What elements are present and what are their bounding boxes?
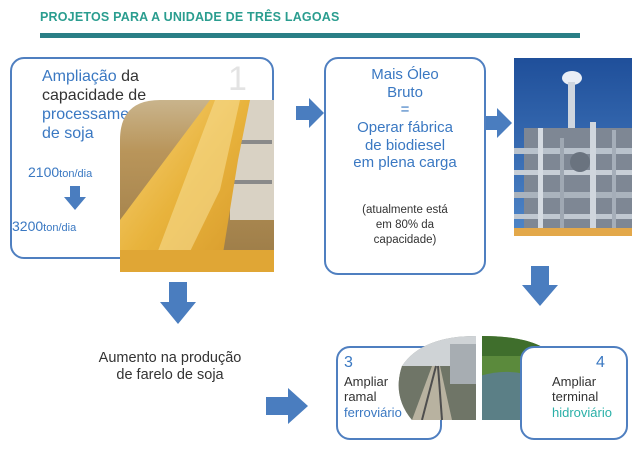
box3-line3: ferroviário — [344, 404, 402, 420]
box2-line2: Bruto — [387, 83, 423, 101]
page-title: PROJETOS PARA A UNIDADE DE TRÊS LAGOAS — [40, 10, 340, 24]
soybean-grain-photo — [120, 100, 274, 272]
arrow-down-icon — [64, 186, 86, 210]
box-more-crude-oil — [324, 57, 486, 275]
box4-line3: hidroviário — [552, 404, 612, 420]
meal-line2: de farelo de soja — [116, 367, 224, 384]
box3-number: 3 — [344, 354, 353, 371]
box2-line4: de biodiesel — [364, 136, 446, 154]
capacity-to-value: 3200 — [12, 218, 44, 234]
rail-photo — [398, 336, 477, 420]
box1-line1-rest: da — [116, 68, 139, 85]
biodiesel-plant-photo — [514, 58, 632, 236]
capacity-from-unit: ton/dia — [59, 168, 93, 180]
box1-line4: de soja — [42, 124, 94, 142]
box2-line1: Mais Óleo — [371, 66, 439, 83]
box2-note1: (atualmente está — [362, 204, 448, 216]
box-expand-waterway-terminal — [520, 346, 628, 440]
capacity-from-value: 2100 — [28, 164, 60, 180]
box4-line1: Ampliar — [552, 374, 597, 389]
box4-number: 4 — [596, 354, 605, 371]
arrow-down-icon — [160, 282, 196, 324]
box1-line1-highlight: Ampliação — [42, 68, 117, 85]
box3-line2: ramal — [344, 389, 377, 405]
title-rule — [40, 33, 580, 38]
meal-line1: Aumento na produção — [98, 350, 242, 366]
arrow-right-icon — [266, 388, 308, 424]
capacity-to: 3200ton/dia — [12, 218, 76, 234]
box2-note3: capacidade) — [373, 233, 437, 246]
box1-number: 1 — [228, 60, 247, 98]
box2-note2: em 80% da — [375, 218, 435, 231]
box4-line2: terminal — [552, 389, 599, 405]
box1-line3: processamento — [42, 105, 152, 123]
box3-text: Ampliar ramal ferroviário — [344, 374, 402, 420]
box3-line1: Ampliar — [344, 374, 389, 389]
capacity-from: 2100ton/dia — [28, 164, 92, 180]
box2-equals: = — [400, 101, 410, 119]
box4-text: Ampliar terminal hidroviário — [552, 374, 612, 420]
arrow-right-icon — [296, 98, 324, 128]
meal-production-text: Aumento na produção de farelo de soja — [60, 350, 280, 384]
capacity-to-unit: ton/dia — [43, 222, 77, 234]
arrow-down-icon — [522, 266, 558, 306]
box2-line3: Operar fábrica — [357, 119, 453, 137]
box2-note: (atualmente está em 80% da capacidade) — [324, 203, 486, 248]
arrow-right-icon — [484, 108, 512, 138]
box1-text: Ampliação da capacidade de processamento… — [42, 68, 151, 144]
box2-line5: em plena carga — [353, 154, 457, 172]
box2-text: Mais Óleo Bruto = Operar fábrica de biod… — [324, 66, 486, 172]
box1-line2: capacidade de — [42, 86, 147, 104]
